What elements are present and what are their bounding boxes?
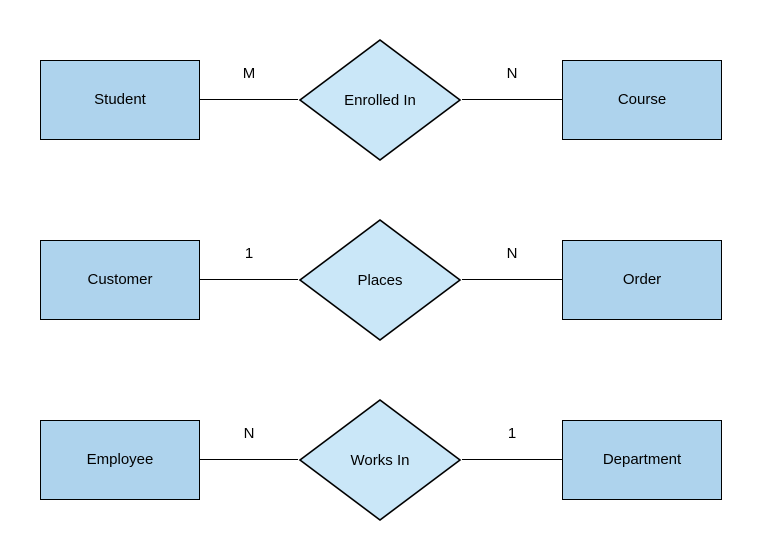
entity-employee: Employee — [40, 420, 200, 500]
cardinality-label-right: N — [506, 65, 518, 82]
entity-customer: Customer — [40, 240, 200, 320]
cardinality-label-left: M — [242, 65, 256, 82]
cardinality-label-left: 1 — [244, 245, 254, 262]
cardinality-label-left: N — [243, 425, 255, 442]
relationship-diamond-icon — [298, 218, 462, 342]
connector-line-left — [200, 459, 298, 460]
er-row-student-course: Student M Enrolled In N Course — [0, 0, 761, 200]
entity-student: Student — [40, 60, 200, 140]
entity-order: Order — [562, 240, 722, 320]
connector-line-left — [200, 279, 298, 280]
connector-line-right — [462, 279, 562, 280]
relationship-diamond-icon — [298, 38, 462, 162]
entity-department: Department — [562, 420, 722, 500]
er-row-customer-order: Customer 1 Places N Order — [0, 180, 761, 380]
entity-course: Course — [562, 60, 722, 140]
relationship-diamond-icon — [298, 398, 462, 522]
cardinality-label-right: N — [506, 245, 518, 262]
connector-line-left — [200, 99, 298, 100]
er-row-employee-department: Employee N Works In 1 Department — [0, 360, 761, 560]
connector-line-right — [462, 99, 562, 100]
connector-line-right — [462, 459, 562, 460]
cardinality-label-right: 1 — [507, 425, 517, 442]
